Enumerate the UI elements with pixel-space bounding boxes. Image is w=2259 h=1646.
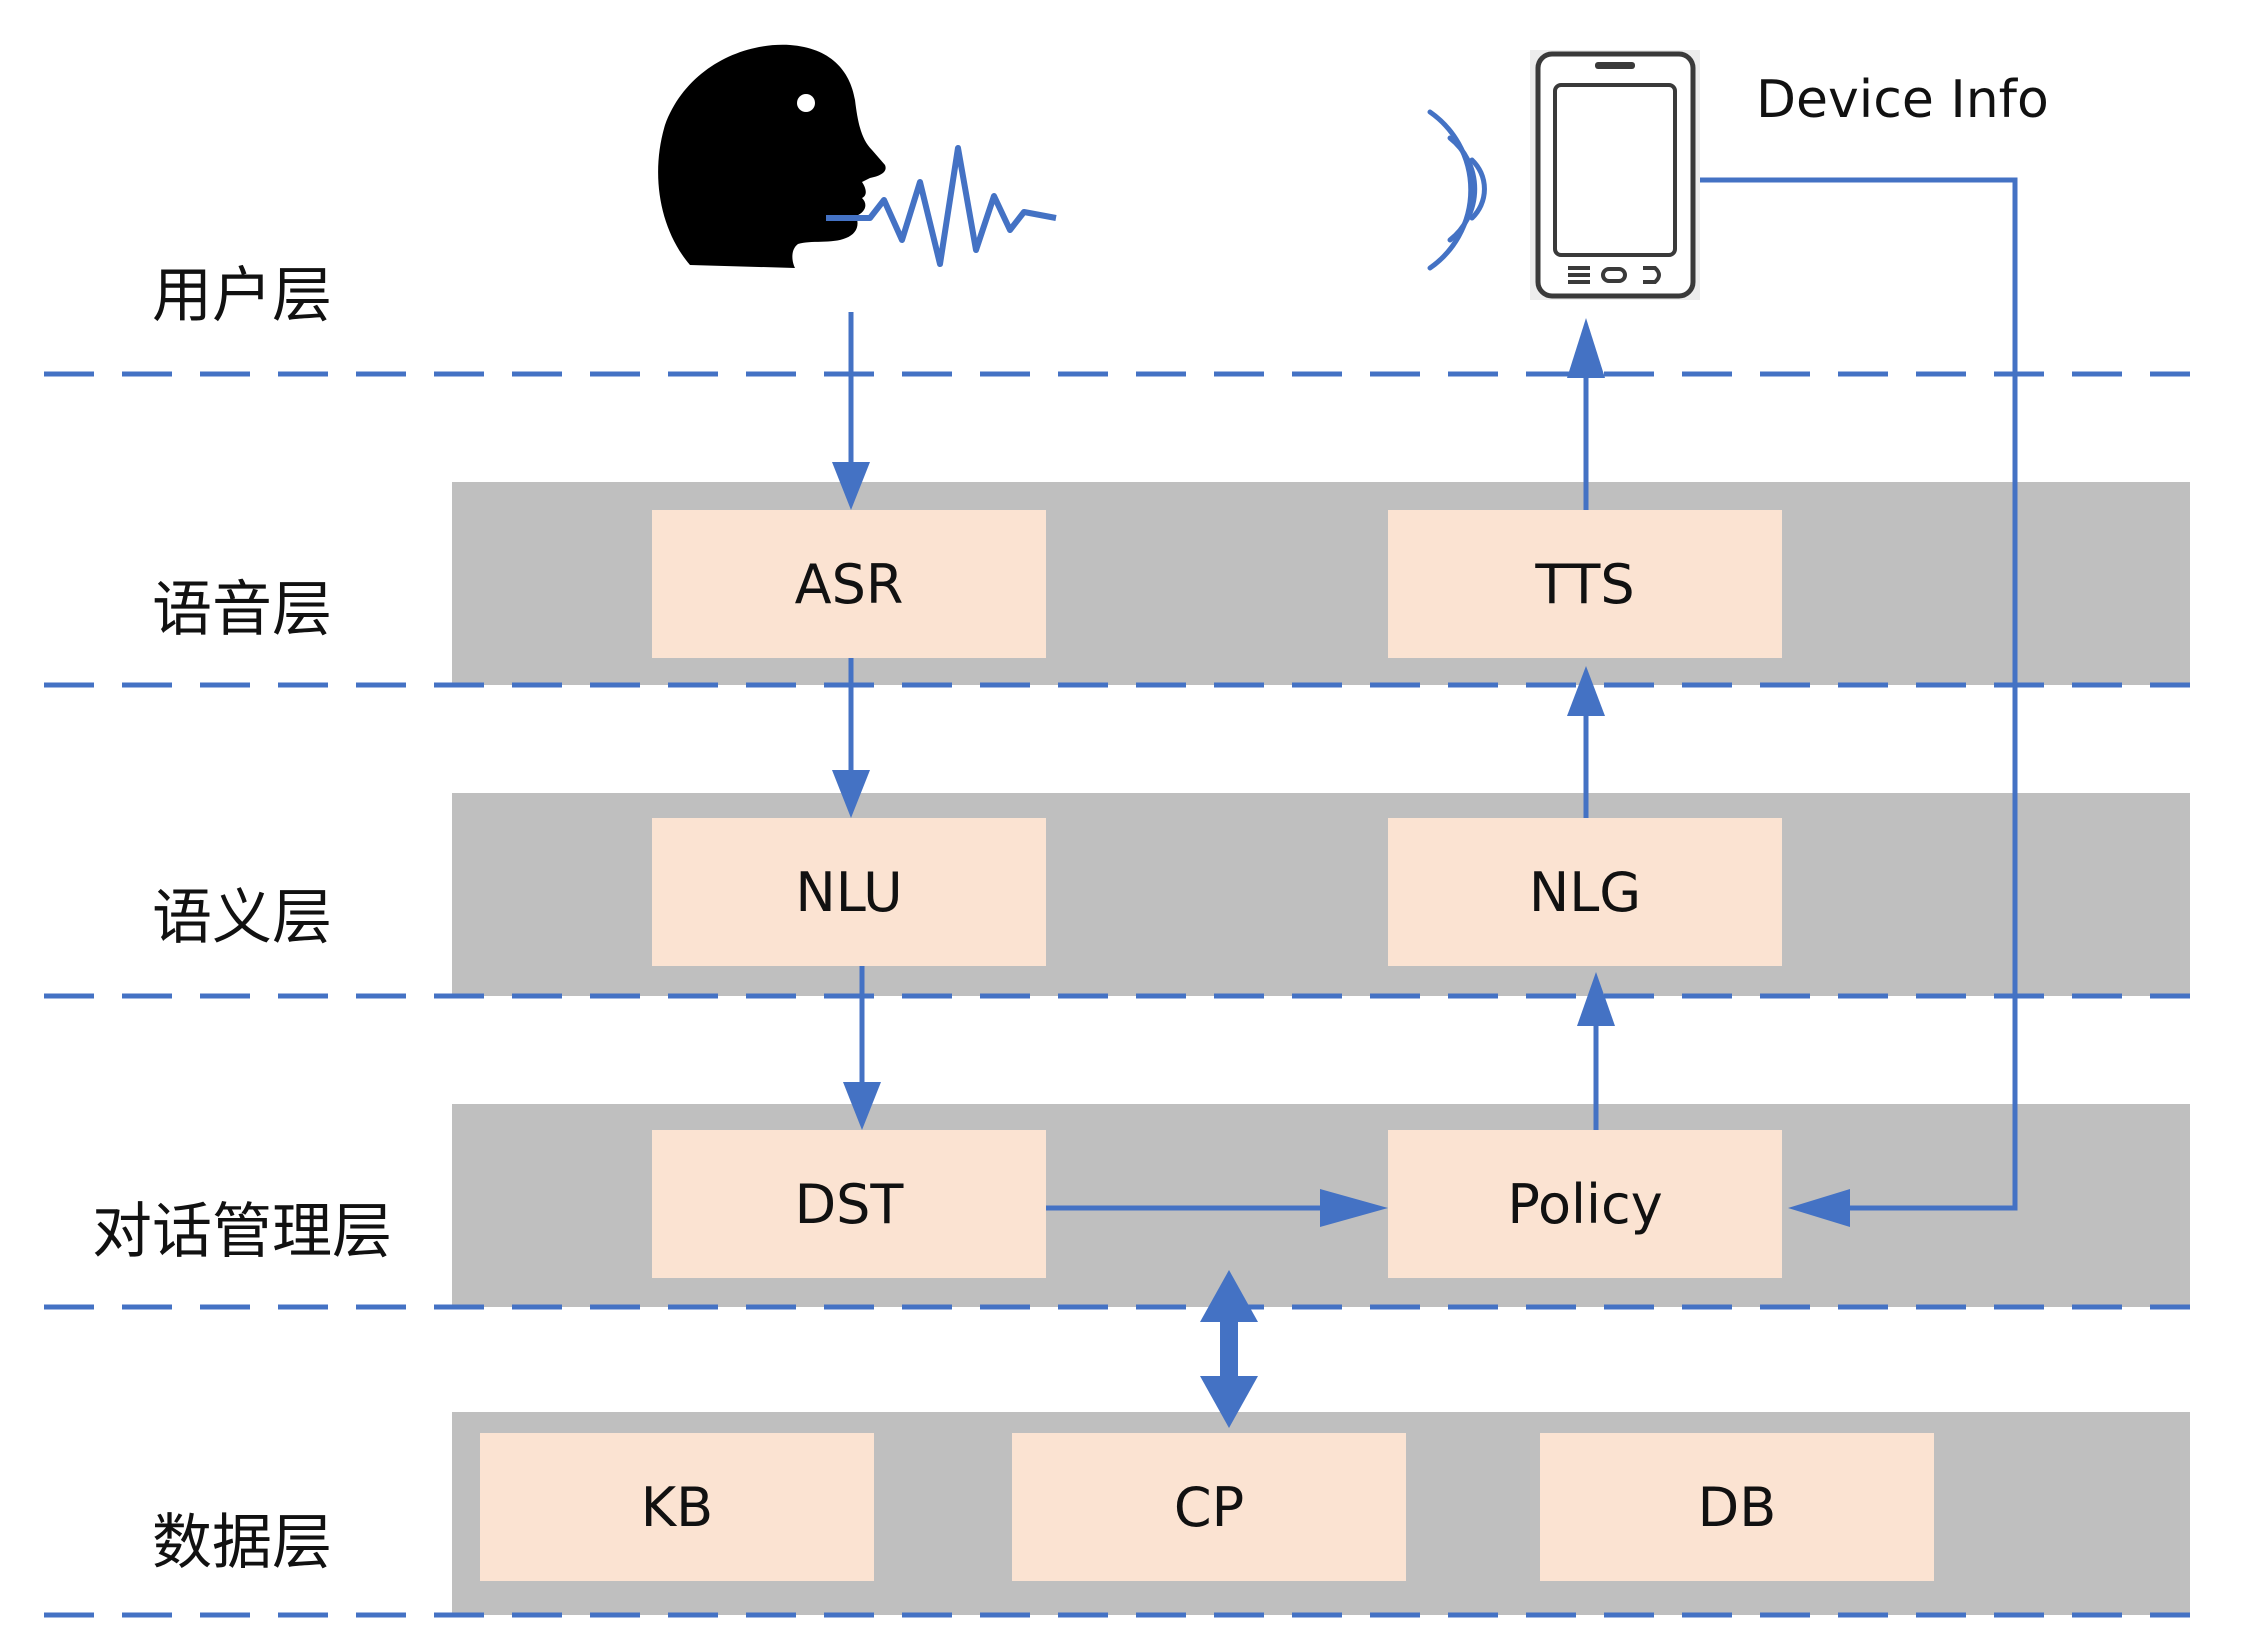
wireless-signal-icon	[1427, 109, 1487, 271]
flow-connectors	[848, 177, 2018, 1211]
dst-node: DST	[652, 1130, 1046, 1278]
nlg-node: NLG	[1388, 818, 1782, 966]
arrow-device-info-into-policy	[1788, 1189, 1850, 1227]
arrow-into-nlg	[1577, 972, 1615, 1026]
dialog-layer-label: 对话管理层	[92, 1197, 392, 1267]
sound-wave-icon	[826, 145, 1057, 267]
kb-node: KB	[480, 1433, 874, 1581]
user-layer-label: 用户层	[152, 261, 332, 331]
speech-layer-label: 语音层	[152, 575, 332, 645]
asr-node: ASR	[652, 510, 1046, 658]
device-info-line	[1700, 177, 2018, 1211]
data-layer-label: 数据层	[152, 1508, 332, 1578]
nlu-node: NLU	[652, 818, 1046, 966]
smartphone-icon	[1530, 50, 1700, 300]
cp-node: CP	[1012, 1433, 1406, 1581]
db-node: DB	[1540, 1433, 1934, 1581]
device-info-label: Device Info	[1756, 70, 2049, 130]
arrow-heads	[832, 318, 1850, 1227]
arrow-into-tts	[1567, 666, 1605, 716]
dialog-data-bidirectional-arrow	[1200, 1270, 1258, 1428]
layer-separators	[44, 371, 2190, 1618]
arrow-into-dst	[843, 1082, 881, 1130]
tts-node: TTS	[1388, 510, 1782, 658]
policy-node: Policy	[1388, 1130, 1782, 1278]
arrow-into-nlu	[832, 770, 870, 818]
arrow-into-phone	[1567, 318, 1605, 378]
semantic-layer-label: 语义层	[152, 883, 332, 953]
arrow-into-policy	[1320, 1189, 1388, 1227]
arrow-into-asr	[832, 462, 870, 510]
speaking-head-icon	[658, 44, 886, 269]
